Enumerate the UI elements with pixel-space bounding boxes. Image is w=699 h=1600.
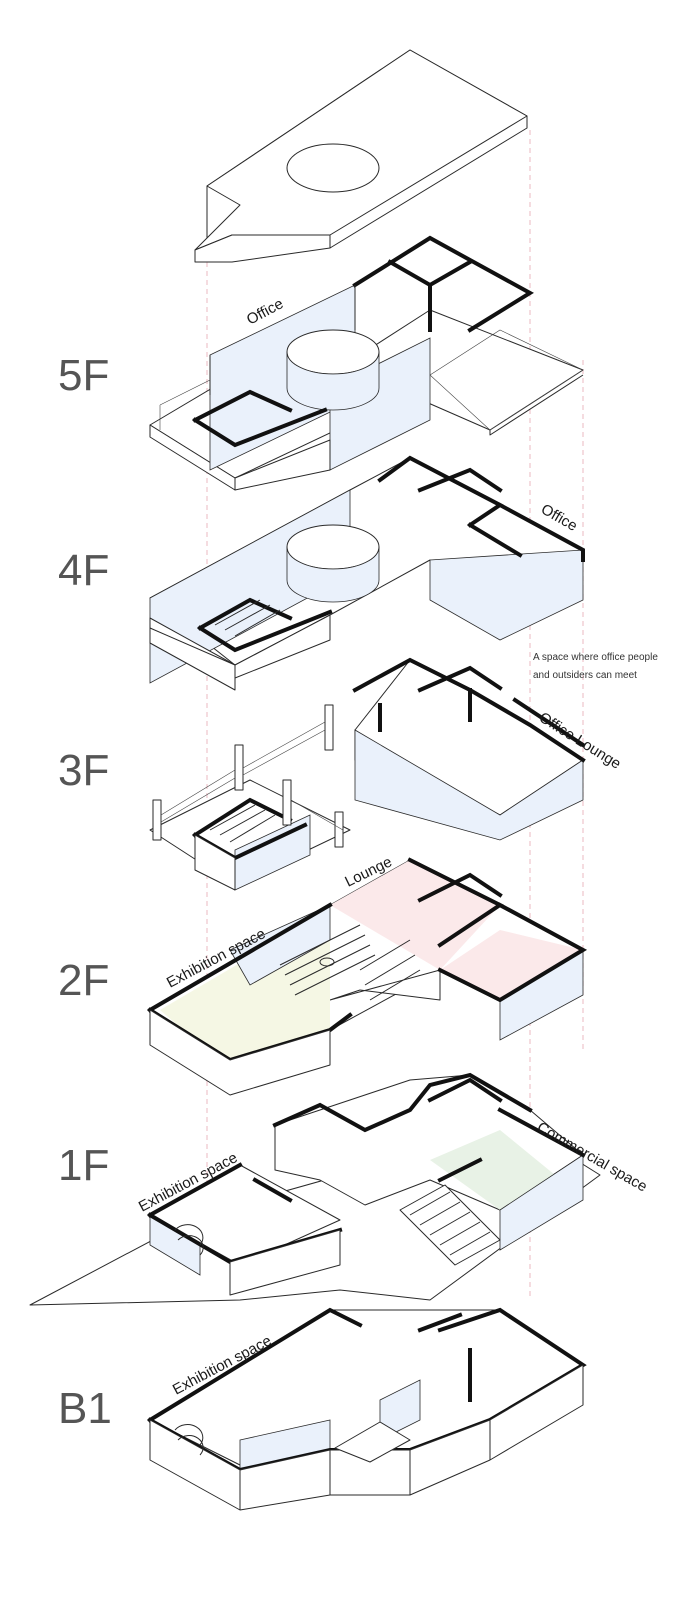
floor-label-4f: 4F (58, 546, 109, 595)
note-line-1: A space where office people (533, 652, 658, 663)
roof-slab (194, 49, 528, 263)
floor-b1 (147, 1307, 587, 1511)
alignment-guides (206, 130, 584, 1300)
note-line-2: and outsiders can meet (533, 670, 637, 681)
floor-5f (149, 235, 584, 491)
floor-label-2f: 2F (58, 956, 109, 1005)
roof-oculus (286, 143, 380, 193)
floor-4f (149, 455, 585, 691)
floor-2f (147, 857, 588, 1096)
floor-label-1f: 1F (58, 1141, 109, 1190)
floor-3f (149, 657, 586, 891)
floor-label-5f: 5F (58, 351, 109, 400)
floor-label-b1: B1 (58, 1384, 112, 1433)
floor-label-3f: 3F (58, 746, 109, 795)
floor-1f (29, 1072, 601, 1306)
